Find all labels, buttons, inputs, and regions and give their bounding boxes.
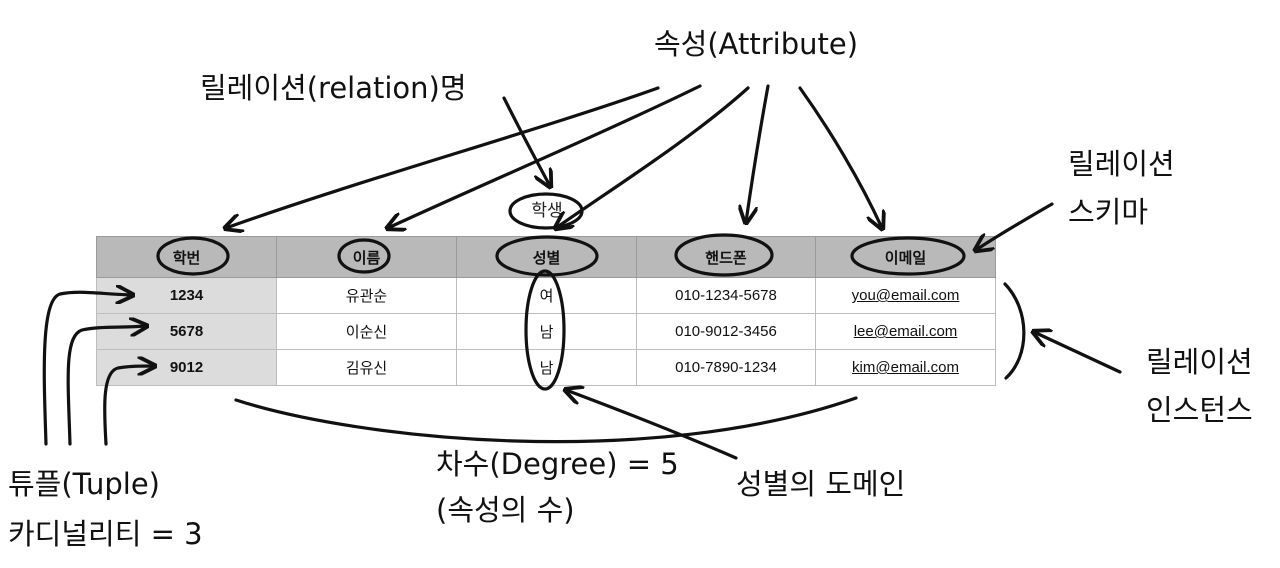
attribute-arrow-name: [388, 84, 702, 228]
gender-domain-ellipse: [524, 269, 566, 391]
cell-name: 김유신: [276, 349, 457, 386]
degree-label-line2: (속성의 수): [436, 493, 575, 527]
domain-label: 성별의 도메인: [736, 467, 906, 501]
cell-email: kim@email.com: [815, 349, 996, 386]
header-phone: 핸드폰: [636, 236, 816, 278]
attribute-arrow-id: [226, 86, 660, 228]
cell-student-id: 9012: [96, 349, 277, 386]
attribute-arrow-gender: [556, 86, 750, 228]
relation-name-arrow: [502, 96, 550, 186]
relation-name-label: 릴레이션(relation)명: [200, 71, 467, 105]
table-row: 1234 유관순 여 010-1234-5678 you@email.com: [96, 277, 996, 314]
table-row: 9012 김유신 남 010-7890-1234 kim@email.com: [96, 349, 996, 386]
domain-arrow: [566, 390, 738, 460]
attribute-arrow-email: [798, 86, 882, 228]
header-email-ellipse: [850, 236, 966, 276]
cell-name: 유관순: [276, 277, 457, 314]
instance-label-line2: 인스턴스: [1146, 393, 1253, 427]
degree-curve: [234, 396, 858, 444]
instance-arrow: [1034, 332, 1122, 374]
schema-label-line1: 릴레이션: [1068, 147, 1175, 181]
tuple-label: 튜플(Tuple): [8, 467, 160, 501]
header-gender-ellipse: [495, 235, 599, 277]
cell-email: you@email.com: [815, 277, 996, 314]
schema-label-line2: 스키마: [1068, 195, 1149, 229]
cell-student-id: 5678: [96, 313, 277, 350]
cell-phone: 010-1234-5678: [636, 277, 816, 314]
cell-phone: 010-7890-1234: [636, 349, 816, 386]
header-phone-ellipse: [674, 233, 774, 277]
cell-gender: 남: [456, 349, 637, 386]
cell-gender: 남: [456, 313, 637, 350]
header-student-id-ellipse: [156, 236, 230, 276]
degree-label-line1: 차수(Degree) = 5: [436, 447, 679, 481]
tuple-arrow-1: [42, 292, 132, 446]
tuple-arrow-3: [103, 366, 154, 446]
schema-arrow: [976, 202, 1054, 250]
instance-label-line1: 릴레이션: [1146, 345, 1253, 379]
cardinality-label: 카디널리티 = 3: [8, 517, 203, 551]
table-row: 5678 이순신 남 010-9012-3456 lee@email.com: [96, 313, 996, 350]
tuple-arrow-2: [66, 326, 146, 446]
header-name-ellipse: [337, 238, 391, 274]
cell-gender: 여: [456, 277, 637, 314]
relation-name-ellipse: [508, 192, 584, 230]
attribute-arrow-phone: [746, 84, 770, 222]
instance-brace: [1003, 282, 1026, 380]
attribute-label: 속성(Attribute): [654, 27, 859, 61]
